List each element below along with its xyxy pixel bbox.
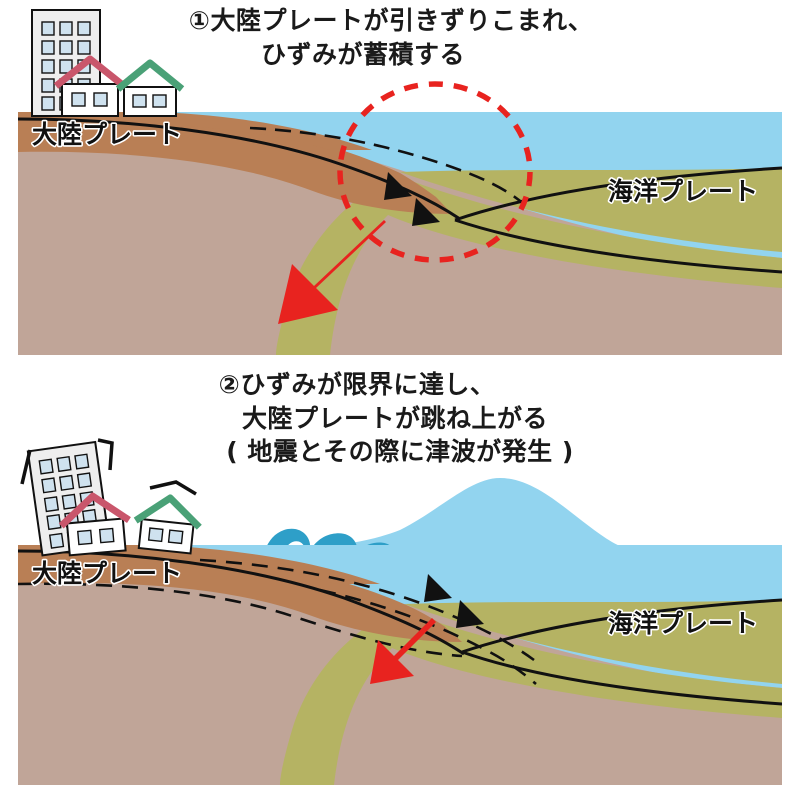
panel2-caption-line-1: ②ひずみが限界に達し、: [218, 370, 496, 399]
strain-accumulation-circle: [337, 81, 533, 263]
panel1-caption-line-2: ひずみが蓄積する: [260, 39, 465, 69]
panel2-continental-plate-label: 大陸プレート: [32, 559, 182, 588]
panel1-continental-plate-label: 大陸プレート: [32, 120, 182, 149]
plate-contact-line: [18, 117, 461, 221]
oceanic-plate-top: [400, 168, 782, 252]
oceanic-plate-surface-line: [461, 650, 782, 706]
panel2-oceanic-plate-label: 海洋プレート: [608, 609, 758, 638]
continental-plate-body: [18, 550, 462, 642]
panel-subduction-strain: ①大陸プレートが引きずりこまれ、 ひずみが蓄積する: [0, 0, 800, 360]
rebound-arrows: [424, 546, 498, 628]
panel1-oceanic-plate-label: 海洋プレート: [608, 177, 758, 206]
previous-plate-mid-dashed: [319, 588, 537, 685]
panel1-caption: ①大陸プレートが引きずりこまれ、 ひずみが蓄積する: [0, 4, 800, 71]
house-green-roof: [133, 494, 202, 555]
subduction-arrows: [384, 158, 468, 226]
panel2-caption-line-3: ( 地震とその際に津波が発生 ): [226, 437, 574, 466]
mantle-layer: [18, 574, 782, 785]
house-red-roof: [58, 492, 131, 557]
panel2-caption-line-2: 大陸プレートが跳ね上がる: [241, 403, 548, 433]
oceanic-plate-top: [404, 600, 782, 684]
house-red-roof: [53, 55, 127, 117]
previous-plate-top-dashed: [199, 558, 535, 662]
panel2-buildings: [20, 438, 202, 557]
shake-marks-tower: [20, 438, 114, 485]
panel1-scene: 大陸プレート 海洋プレート: [18, 9, 782, 355]
panel2-scene: 大陸プレート 海洋プレート: [18, 438, 782, 785]
original-plate-position-dashed: [249, 126, 526, 206]
previous-plate-base-dashed: [18, 582, 463, 658]
oceanic-plate-surface-line: [454, 218, 782, 274]
oceanic-plate-seafloor-line: [461, 598, 782, 654]
drag-direction-arrow: [278, 220, 386, 324]
shake-marks-house: [149, 480, 197, 496]
oceanic-plate-seafloor-line: [454, 166, 782, 222]
panel-rebound-tsunami: ②ひずみが限界に達し、 大陸プレートが跳ね上がる ( 地震とその際に津波が発生 …: [0, 360, 800, 800]
mantle-layer: [18, 140, 782, 355]
panel1-caption-line-1: ①大陸プレートが引きずりこまれ、: [188, 6, 594, 35]
continental-plate-body: [18, 118, 452, 214]
house-green-roof: [115, 59, 185, 117]
panel1-buildings: [31, 9, 185, 117]
panel2-caption: ②ひずみが限界に達し、 大陸プレートが跳ね上がる ( 地震とその際に津波が発生 …: [0, 368, 800, 469]
uplift-direction-arrow: [370, 618, 436, 684]
oceanic-plate-slab: [276, 168, 782, 355]
